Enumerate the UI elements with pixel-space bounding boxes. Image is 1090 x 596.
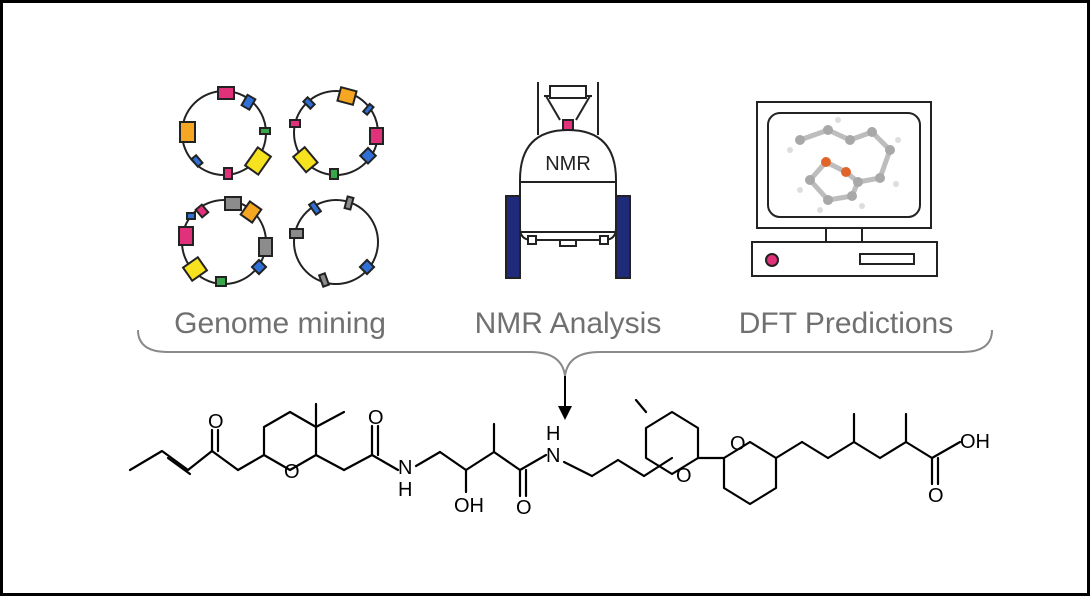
carboxylic-acid-oh-label: OH [960, 431, 990, 453]
plasmid-icon [179, 86, 273, 180]
plasmid-icon [178, 196, 273, 287]
amide1-hydrogen-label: H [398, 479, 412, 501]
amide1-nitrogen-label: N [398, 457, 412, 479]
spiroketal-oxygen-1-label: O [676, 465, 692, 487]
genome-mining-label: Genome mining [174, 307, 386, 340]
chemical-structure [128, 398, 962, 506]
pyran-oxygen-label: O [284, 461, 300, 483]
amide2-nitrogen-label: N [546, 445, 560, 467]
nmr-analysis-label: NMR Analysis [474, 307, 662, 340]
arrow-head [558, 406, 572, 420]
plasmid-icon-group [178, 85, 384, 288]
molecule-3d-model [787, 117, 901, 213]
plasmid-icon [289, 195, 379, 288]
nmr-magnet-label: NMR [545, 153, 591, 175]
plasmid-icon [289, 85, 384, 180]
carboxylic-acid-oxygen-label: O [928, 485, 944, 507]
spiroketal-oxygen-2-label: O [730, 433, 746, 455]
hydroxyl-label: OH [454, 495, 484, 517]
computer-icon [751, 101, 938, 277]
dft-predictions-label: DFT Predictions [738, 307, 954, 340]
amide2-oxygen-label: O [516, 497, 532, 519]
amide2-hydrogen-label: H [546, 423, 560, 445]
amide1-oxygen-label: O [368, 407, 384, 429]
ketone-oxygen-label: O [208, 411, 224, 433]
nmr-spectrometer-icon [505, 82, 631, 279]
